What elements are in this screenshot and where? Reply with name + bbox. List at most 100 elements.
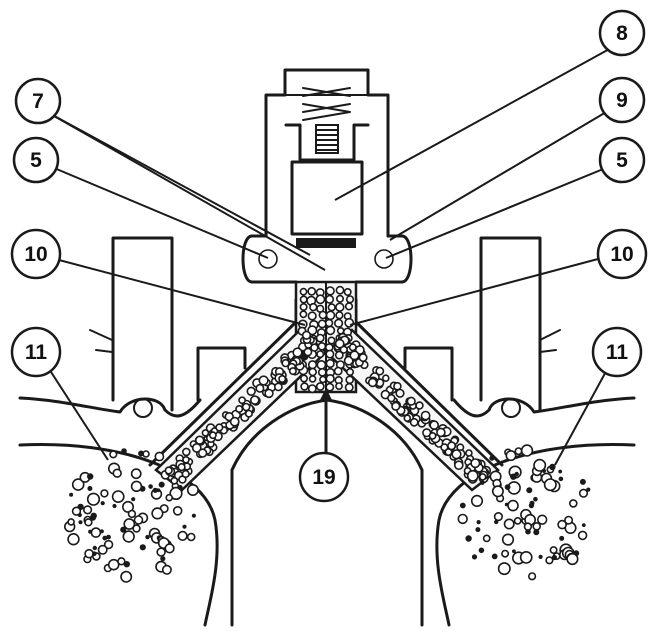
- spray-bubble: [566, 552, 579, 566]
- spray-bubble: [120, 570, 133, 583]
- spray-dot: [551, 554, 558, 561]
- channel-bubble: [319, 375, 327, 384]
- nozzle-bubble: [273, 382, 283, 392]
- spray-dot: [494, 519, 499, 525]
- injector-shoulder: [284, 123, 370, 162]
- spray-bubble: [165, 493, 173, 502]
- spray-bubble: [503, 518, 515, 530]
- spray-dot: [504, 502, 509, 507]
- spray-bubble: [497, 562, 511, 576]
- left-ledge: [196, 346, 247, 402]
- channel-bubble: [299, 287, 308, 296]
- spring-coil: [302, 87, 351, 121]
- spray-dot: [480, 480, 485, 485]
- callout-5-right: 5: [598, 136, 646, 184]
- nozzle-bubble: [395, 388, 405, 398]
- nozzle-bubble: [420, 410, 431, 421]
- leader-7b: [46, 111, 326, 271]
- spray-dot: [121, 448, 127, 454]
- spray-dot: [120, 526, 127, 533]
- nozzle-bubble: [264, 388, 274, 399]
- spray-bubble: [82, 505, 93, 515]
- nozzle-bubble: [447, 441, 457, 451]
- nozzle-bubble: [170, 476, 179, 485]
- channel-bubble: [307, 311, 317, 321]
- spray-bubble: [557, 519, 567, 530]
- spray-dot: [529, 500, 535, 506]
- channel-bubble: [315, 294, 326, 305]
- channel-bubble: [299, 302, 308, 311]
- nozzle-bubble: [246, 386, 256, 396]
- nozzle-bubble: [391, 401, 401, 411]
- nozzle-bubble: [238, 396, 246, 405]
- spray-bubble: [103, 539, 114, 550]
- channel-bubble: [325, 325, 336, 336]
- spray-dot: [152, 487, 158, 493]
- nozzle-bubble: [177, 463, 186, 472]
- spray-bubble: [513, 517, 522, 525]
- spray-bubble: [71, 506, 82, 516]
- spray-bubble: [523, 522, 533, 531]
- channel-bubble: [333, 366, 343, 376]
- left-chamber-wall: [18, 442, 219, 627]
- spray-bubble: [520, 444, 534, 457]
- spray-dot: [533, 529, 540, 536]
- nozzle-bubble: [292, 347, 303, 358]
- spray-bubble: [519, 551, 533, 564]
- spray-bubble: [107, 558, 120, 571]
- channel-bubble: [336, 326, 345, 335]
- spray-dot: [558, 476, 564, 482]
- callout-11-right: 11: [591, 326, 643, 378]
- nozzle-bubble: [428, 431, 437, 440]
- spray-bubble: [564, 515, 574, 525]
- nozzle-bubble: [244, 409, 253, 418]
- nozzle-bubble: [208, 431, 217, 440]
- spray-bubble: [172, 505, 183, 516]
- injector-ring-housing: [241, 234, 413, 284]
- nozzle-bubble: [281, 358, 290, 368]
- spray-bubble: [568, 499, 578, 508]
- channel-bubble: [308, 375, 317, 383]
- spray-bubble: [577, 530, 588, 541]
- nozzle-bubble: [358, 353, 368, 363]
- callout-19: 19: [298, 451, 350, 503]
- channel-bubble: [317, 367, 327, 377]
- nozzle-bubble: [250, 395, 260, 405]
- spray-dot: [491, 553, 498, 560]
- spray-dot: [558, 469, 563, 474]
- channel-bubble: [343, 287, 352, 296]
- spray-bubble: [491, 485, 504, 498]
- channel-bubble: [334, 350, 344, 360]
- nozzle-bubble: [387, 393, 396, 403]
- spray-bubble: [154, 451, 165, 462]
- channel-bubble: [334, 318, 344, 328]
- left-bolt-hole: [133, 398, 153, 418]
- callout-10-left: 10: [10, 228, 62, 280]
- nozzle-bubble: [436, 427, 446, 438]
- spray-dot: [87, 473, 94, 480]
- spray-bubble: [67, 532, 80, 546]
- nozzle-bubble: [164, 466, 173, 475]
- spray-bubble: [122, 530, 135, 543]
- channel-bubble: [327, 303, 336, 312]
- spray-dot: [533, 496, 538, 502]
- channel-bubble: [308, 367, 318, 377]
- spray-bubble: [532, 521, 542, 531]
- svg-text:11: 11: [25, 341, 48, 364]
- spray-dot: [148, 484, 153, 489]
- spray-bubble: [169, 486, 183, 501]
- channel-bubble: [335, 294, 344, 303]
- spray-bubble: [457, 513, 468, 525]
- spray-dot: [476, 520, 481, 525]
- nozzle-bubble: [255, 383, 265, 393]
- spray-dot: [92, 545, 98, 551]
- nozzle-bubble: [278, 374, 287, 383]
- callout-5-left: 5: [12, 136, 60, 184]
- spray-bubble: [177, 530, 188, 542]
- spray-dot: [158, 481, 165, 488]
- channel-bubble: [325, 286, 335, 296]
- spray-bubble: [493, 511, 504, 522]
- spray-bubble: [67, 518, 75, 526]
